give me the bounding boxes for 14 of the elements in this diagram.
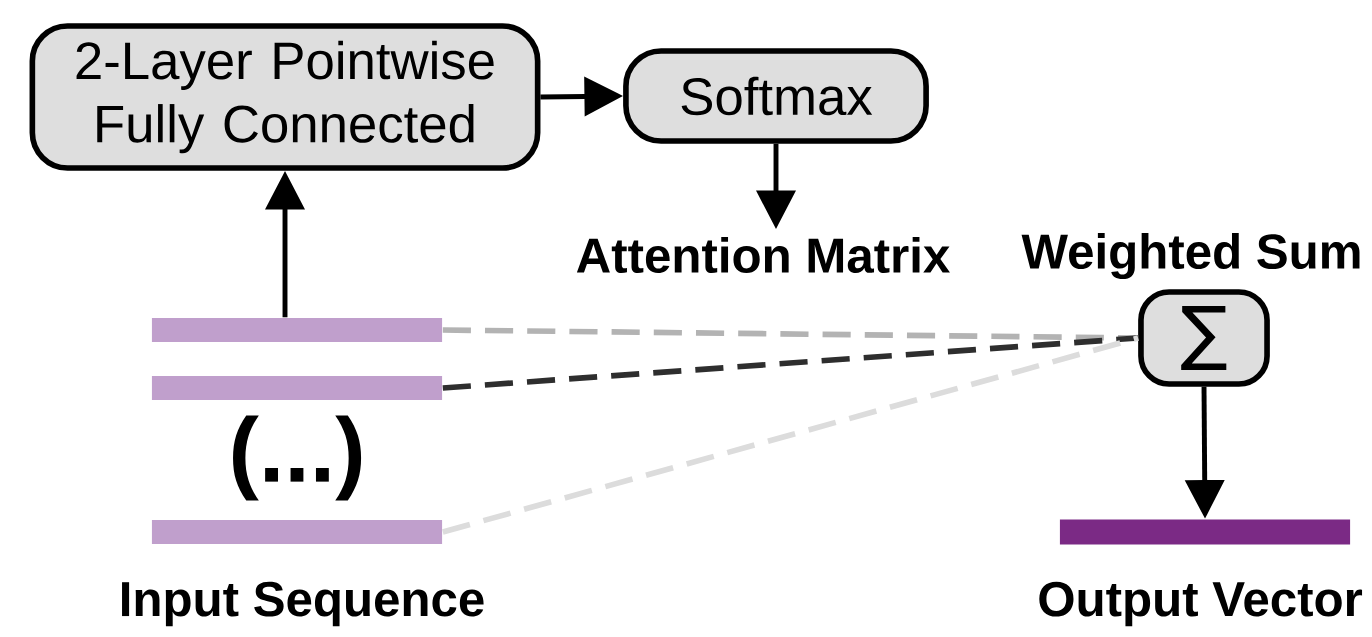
caption: Output Vector (1039, 581, 1363, 627)
dashed-line (442, 335, 1139, 535)
process-box: 2-Layer Pointwise Fully Connected (29, 23, 541, 171)
caption: Input Sequence (122, 581, 484, 627)
ellipsis: (...) (233, 415, 362, 501)
dashed-line (442, 335, 1139, 391)
vector-bar (151, 376, 443, 400)
vector-bar (151, 520, 443, 544)
vector-bar (1059, 519, 1351, 545)
sum-box: ∑ (1138, 289, 1270, 387)
matrix-label: Attention Matrix (576, 236, 950, 274)
process-box: Softmax (623, 48, 929, 144)
vector-bar (151, 318, 443, 342)
box-heading: Weighted Sum (1021, 232, 1360, 280)
